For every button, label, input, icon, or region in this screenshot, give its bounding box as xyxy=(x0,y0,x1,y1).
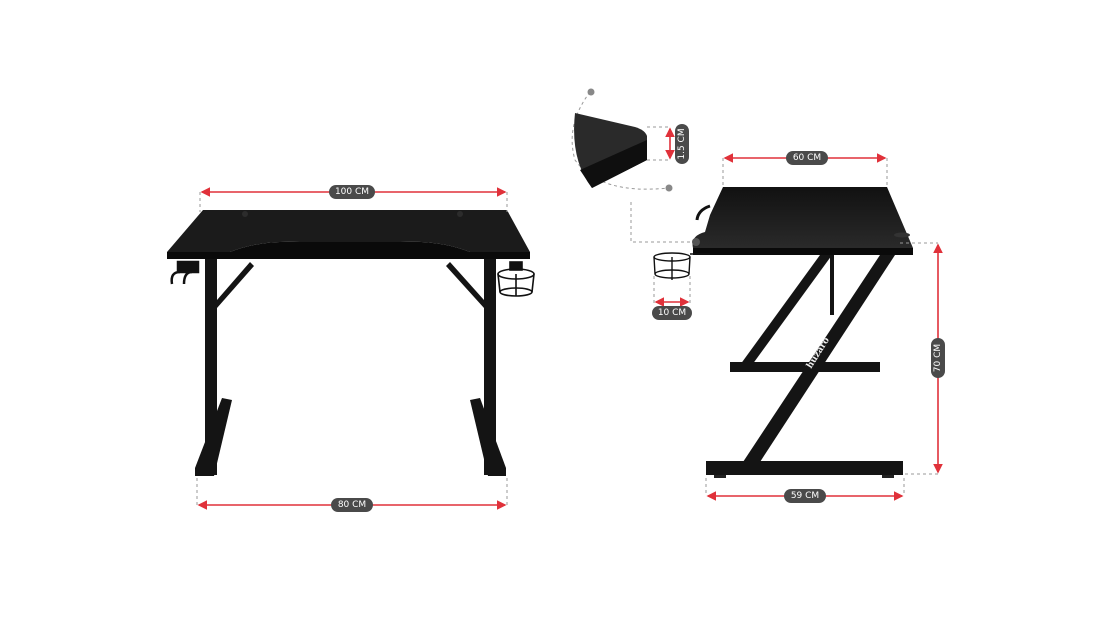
base-foot xyxy=(706,461,903,475)
thickness-inset: 1.5 CM xyxy=(571,88,693,243)
headphone-hook-side xyxy=(695,204,711,221)
desk-top-side xyxy=(692,187,913,248)
base-depth-label: 59 CM xyxy=(791,491,819,501)
foot-pad xyxy=(882,475,894,478)
depth-label: 60 CM xyxy=(793,153,821,163)
left-brace xyxy=(217,262,254,308)
desk-top-edge-side xyxy=(693,248,913,255)
front-leg-span-dimension: 80 CM xyxy=(196,478,508,512)
foot-pad xyxy=(714,475,726,478)
front-view-desk xyxy=(167,210,535,476)
left-foot xyxy=(195,398,232,476)
upper-crossbar xyxy=(730,362,880,372)
cable-grommet xyxy=(242,211,248,217)
front-diagonal-leg xyxy=(743,255,895,462)
side-view-desk: huzaro xyxy=(653,187,913,478)
thickness-label: 1.5 CM xyxy=(677,128,687,159)
cable-grommet xyxy=(457,211,463,217)
depth-dimension: 60 CM xyxy=(722,151,888,186)
height-dimension: 70 CM xyxy=(900,242,945,475)
cable-grommet xyxy=(894,232,910,238)
leg-span-label: 80 CM xyxy=(338,500,366,510)
base-depth-dimension: 59 CM xyxy=(705,478,905,503)
rear-diagonal-leg xyxy=(740,255,832,365)
cup-holder-side xyxy=(653,252,710,280)
width-label: 100 CM xyxy=(335,187,369,197)
cup-holder-label: 10 CM xyxy=(658,308,686,318)
right-brace xyxy=(446,262,484,308)
cup-holder-dimension: 10 CM xyxy=(652,276,692,320)
desk-top xyxy=(167,210,530,252)
cup-holder xyxy=(497,261,535,297)
desk-top-edge xyxy=(167,241,530,259)
vertical-support xyxy=(830,255,834,315)
height-label: 70 CM xyxy=(933,344,943,372)
right-foot xyxy=(470,398,506,476)
corner-detail-marker xyxy=(692,238,700,246)
headphone-hook xyxy=(170,260,200,285)
front-width-dimension: 100 CM xyxy=(199,185,508,212)
